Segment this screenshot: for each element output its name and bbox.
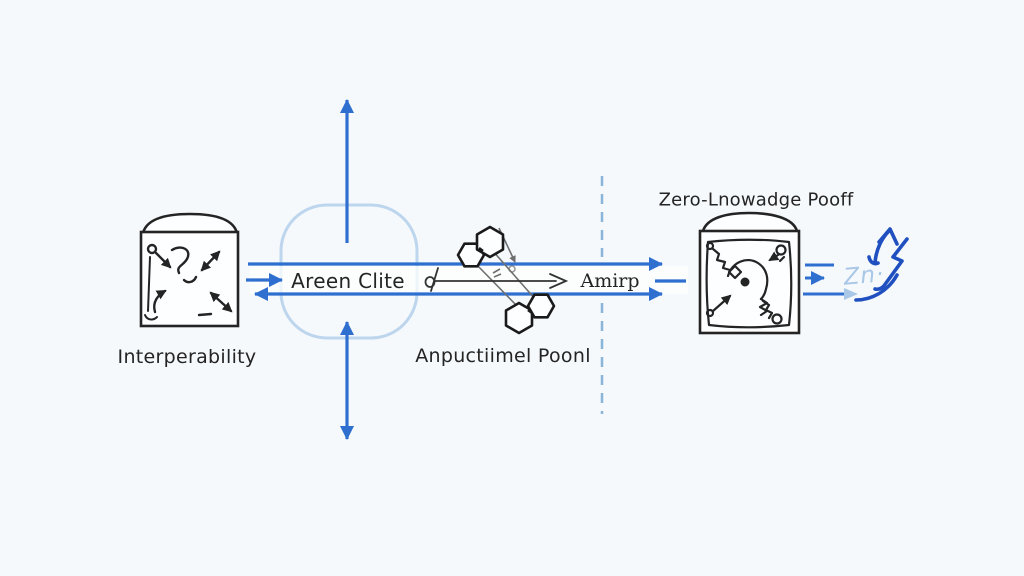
horizontal-flow-arrows bbox=[246, 257, 686, 301]
zk-proof-mechanism-icon bbox=[705, 238, 793, 329]
center-node-label: Areen Clite bbox=[291, 269, 405, 293]
hexagon-molecule-icon bbox=[504, 293, 556, 335]
output-arrows bbox=[803, 263, 858, 300]
left-box-caption: Interperability bbox=[117, 346, 257, 368]
right-zk-box bbox=[698, 211, 801, 335]
handdrawn-swoosh-arrow-icon bbox=[854, 227, 909, 302]
hexagon-molecule-icon bbox=[456, 225, 505, 268]
flow-stage-label: Amirp bbox=[580, 270, 640, 292]
pipeline-caption: Anpuctiimel Poonl bbox=[415, 345, 591, 367]
handwritten-note: Zn· bbox=[842, 261, 886, 291]
annotation-loop-arrow-icon bbox=[424, 267, 569, 292]
interoperability-arrows-icon bbox=[144, 243, 233, 321]
zk-proof-title: Zero-Lnowadge Pooff bbox=[658, 189, 854, 211]
left-node-box bbox=[139, 212, 240, 328]
molecule-hexagons bbox=[456, 225, 556, 335]
